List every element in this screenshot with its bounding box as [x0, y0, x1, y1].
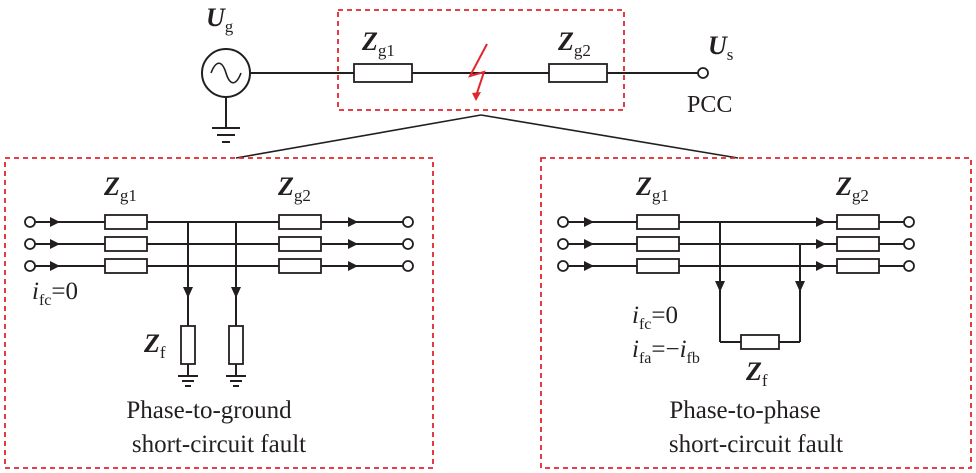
terminal-out-b	[903, 238, 915, 250]
arrow-in-c-icon	[50, 261, 60, 271]
arrow-in-c-icon	[584, 261, 594, 271]
arrow-in-a-icon	[584, 217, 594, 227]
zg2-label: Zg2	[557, 27, 591, 60]
terminal-in-a	[24, 216, 36, 228]
arrow-out-b-icon	[348, 239, 358, 249]
right-zg1-label: Zg1	[635, 172, 669, 205]
arrow-in-a-icon	[50, 217, 60, 227]
zf-resistor	[740, 334, 780, 350]
left-fault-branches	[178, 222, 246, 387]
arrow-in-b-icon	[50, 239, 60, 249]
terminal-in-c	[24, 260, 36, 272]
zg2-resistor-a	[278, 214, 322, 230]
top-circuit: Ug Zg1 Zg2 Us PCC	[201, 3, 739, 159]
right-phase-lines	[557, 214, 915, 274]
left-caption-line2: short-circuit fault	[132, 431, 306, 458]
fault-arrow-1-icon	[183, 287, 193, 298]
arrow-out-c-icon	[816, 261, 826, 271]
zg2-resistor-b	[836, 236, 880, 252]
right-panel-box	[540, 157, 972, 469]
left-zg1-label: Zg1	[103, 172, 137, 205]
arrow-out-a-icon	[816, 217, 826, 227]
zg1-resistor-a	[636, 214, 680, 230]
terminal-out-a	[903, 216, 915, 228]
right-panel: Zg1 Zg2 ifc=0 ifa=−ifb Zf Phase-to-phase…	[540, 157, 972, 469]
zg1-resistor-b	[104, 236, 148, 252]
zg2-resistor-b	[278, 236, 322, 252]
left-zg2-label: Zg2	[277, 172, 311, 205]
zoom-line-left	[235, 114, 482, 159]
terminal-out-a	[402, 216, 414, 228]
fault-lightning-icon	[468, 43, 488, 97]
source-voltage-label: Ug	[206, 3, 234, 36]
zg2-resistor	[548, 63, 608, 83]
zg2-resistor-a	[836, 214, 880, 230]
pcc-terminal	[697, 67, 709, 79]
zf-resistor-1	[180, 325, 196, 365]
sine-wave-icon	[210, 62, 242, 84]
arrow-out-b-icon	[816, 239, 826, 249]
right-ifc-label: ifc=0	[632, 302, 678, 333]
fault-arrow-a-icon	[715, 281, 725, 292]
terminal-in-c	[557, 260, 569, 272]
zg1-resistor	[353, 63, 413, 83]
zg2-resistor-c	[278, 258, 322, 274]
right-zg2-label: Zg2	[835, 172, 869, 205]
right-zf-label: Zf	[745, 357, 768, 390]
terminal-out-c	[402, 260, 414, 272]
terminal-in-b	[24, 238, 36, 250]
fault-region-box	[337, 9, 625, 111]
left-ifc-label: ifc=0	[32, 278, 78, 309]
arrow-out-c-icon	[348, 261, 358, 271]
left-phase-lines	[24, 214, 414, 274]
zg1-resistor-c	[636, 258, 680, 274]
fault-arrow-2-icon	[231, 287, 241, 298]
zg1-resistor-a	[104, 214, 148, 230]
terminal-out-c	[903, 260, 915, 272]
arrow-out-a-icon	[348, 217, 358, 227]
terminal-in-b	[557, 238, 569, 250]
left-panel: Zg1 Zg2 ifc=0 Zf Phase-to-ground short-c…	[4, 157, 434, 469]
zg1-label: Zg1	[361, 27, 395, 60]
right-fault-branches	[715, 222, 805, 350]
right-ifa-label: ifa=−ifb	[632, 336, 700, 367]
zg1-resistor-b	[636, 236, 680, 252]
left-caption-line1: Phase-to-ground	[126, 397, 292, 424]
terminal-out-b	[402, 238, 414, 250]
pcc-voltage-label: Us	[708, 31, 733, 64]
pcc-label: PCC	[687, 92, 732, 118]
right-caption-line1: Phase-to-phase	[669, 397, 820, 424]
arrow-in-b-icon	[584, 239, 594, 249]
zg2-resistor-c	[836, 258, 880, 274]
zf-resistor-2	[228, 325, 244, 365]
left-zf-label: Zf	[143, 329, 166, 362]
terminal-in-a	[557, 216, 569, 228]
fault-arrow-icon	[472, 92, 481, 101]
zg1-resistor-c	[104, 258, 148, 274]
right-caption-line2: short-circuit fault	[669, 431, 843, 458]
zoom-line-right	[480, 114, 739, 159]
fault-arrow-b-icon	[795, 281, 805, 292]
